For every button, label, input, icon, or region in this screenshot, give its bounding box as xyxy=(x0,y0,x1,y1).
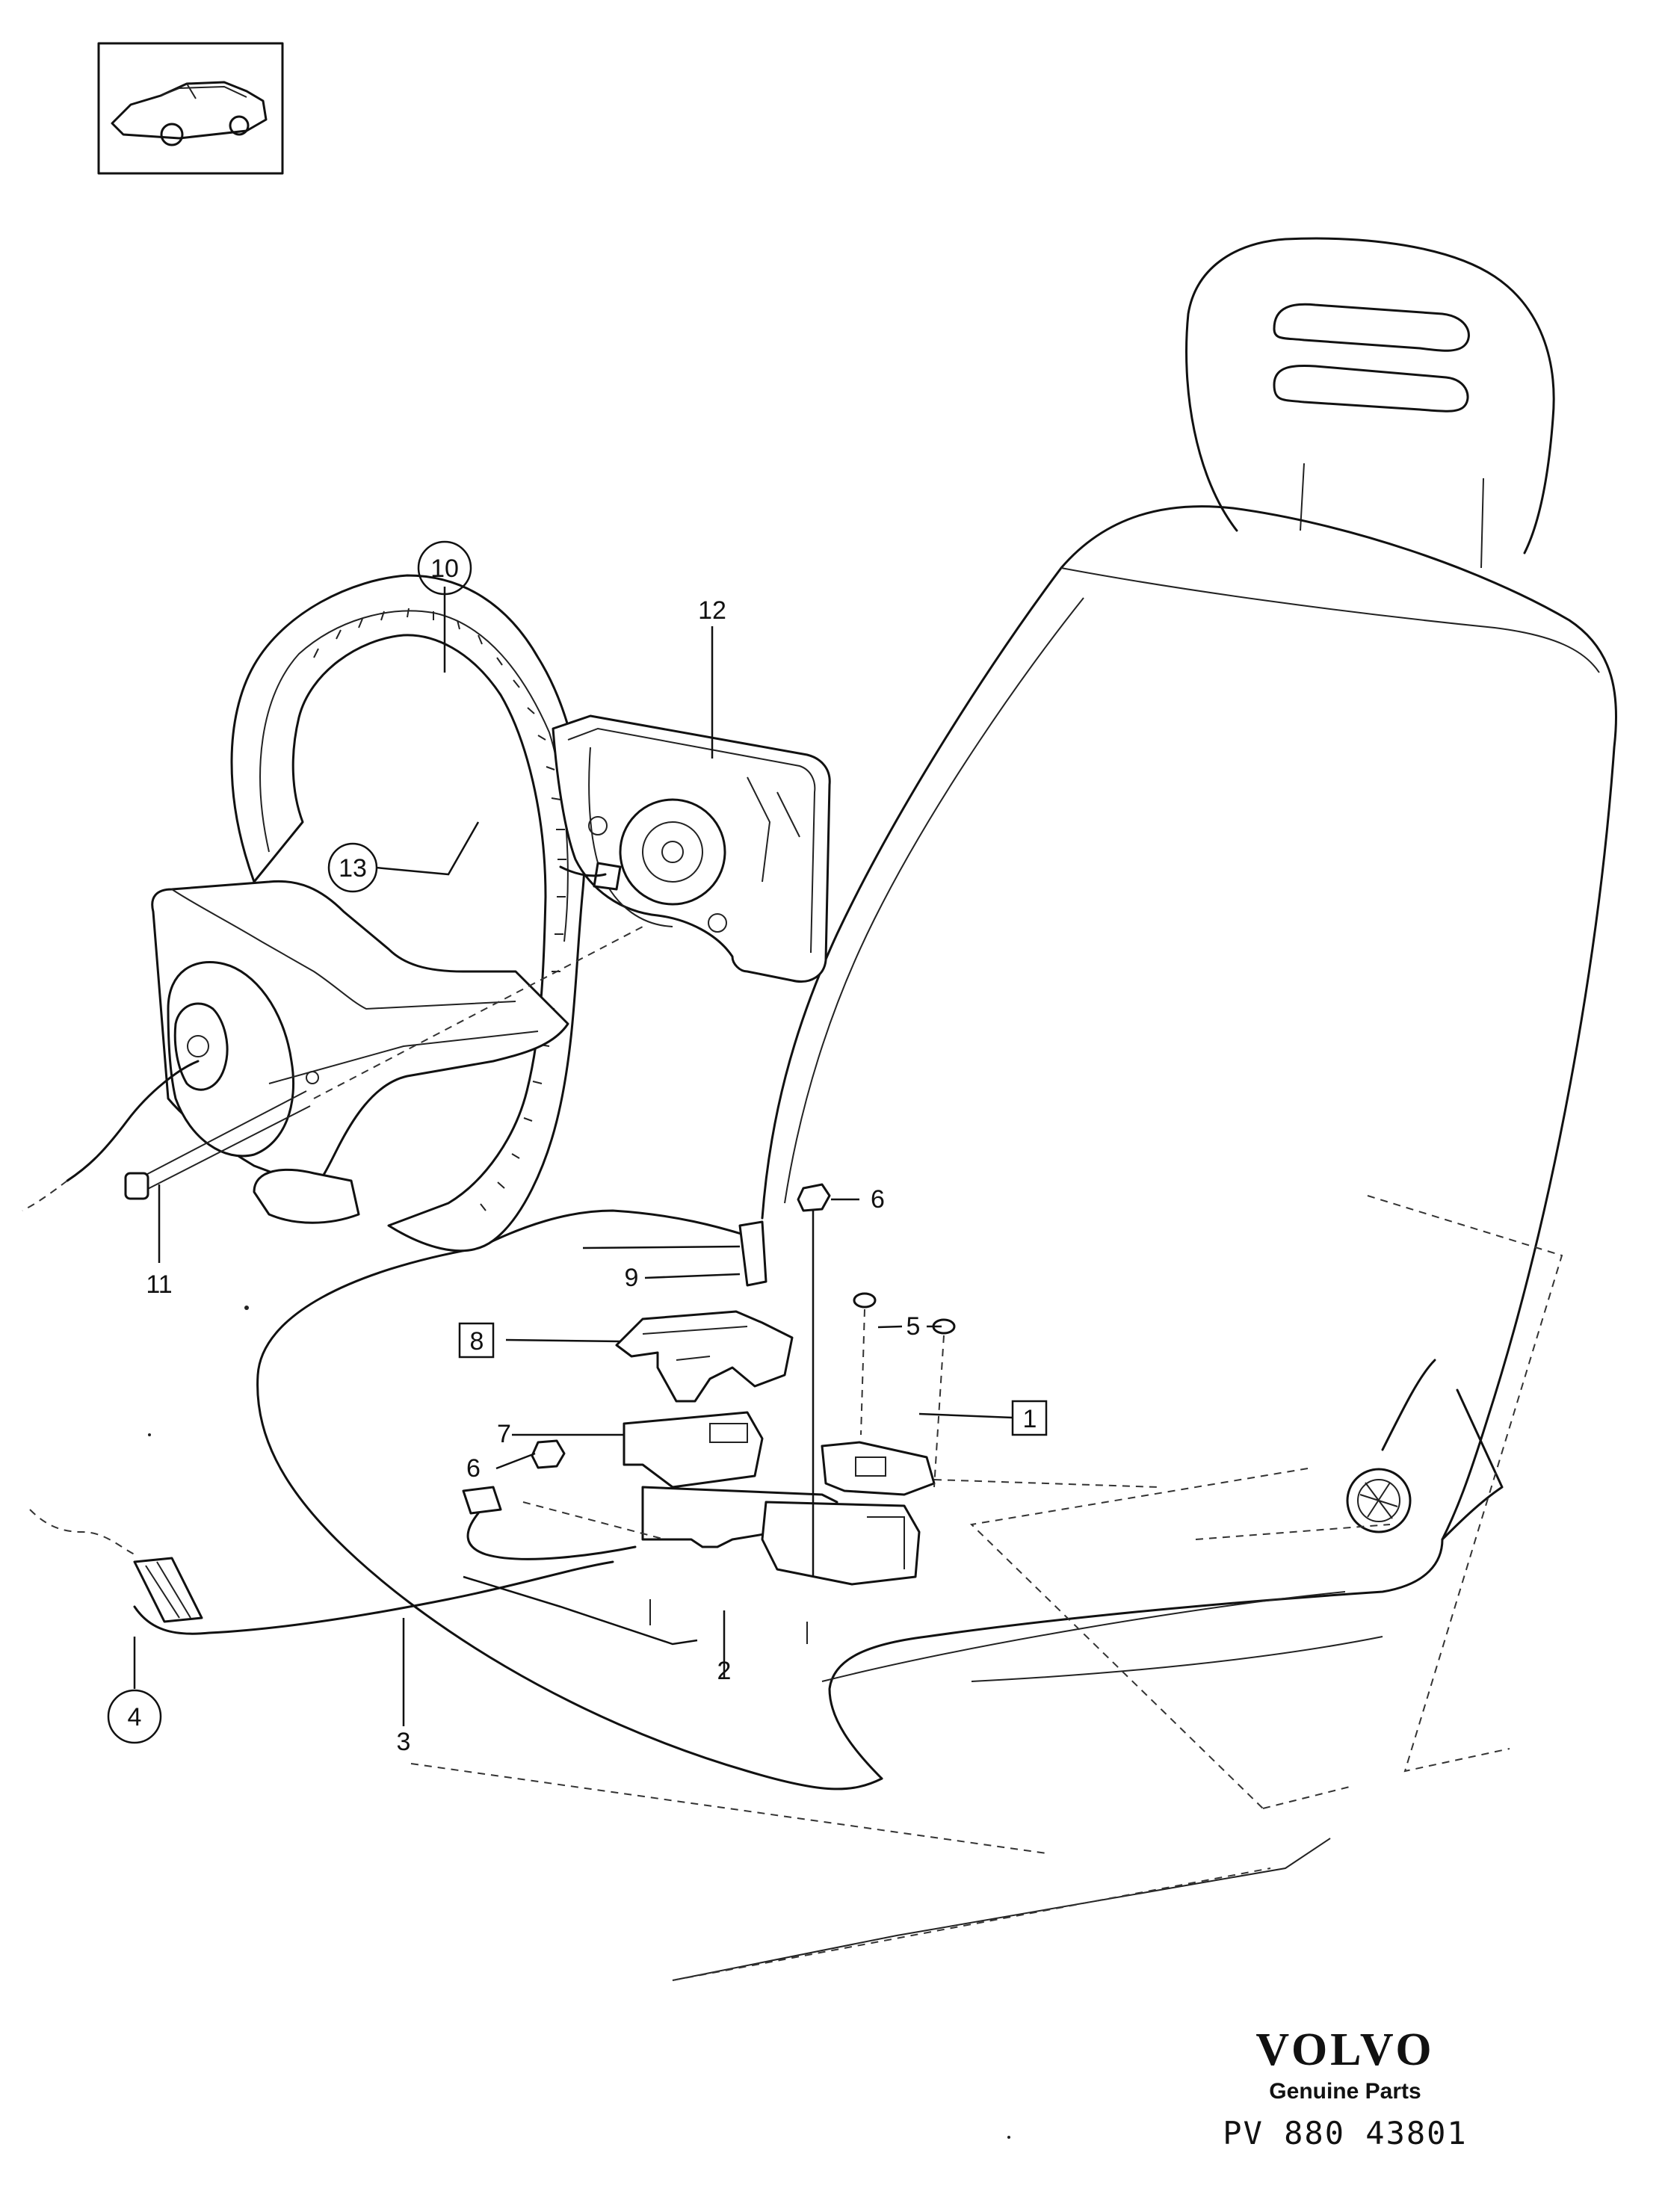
callout-1: 1 xyxy=(1011,1400,1048,1436)
callout-9: 9 xyxy=(625,1264,639,1292)
svg-text:10: 10 xyxy=(430,554,459,583)
svg-text:8: 8 xyxy=(470,1327,484,1356)
diagram-code: PV 880 43801 xyxy=(1223,2115,1468,2151)
volvo-logo: VOLVO xyxy=(1255,2024,1435,2075)
callouts: 1 2 3 4 5 6 6 7 8 9 10 11 12 13 xyxy=(107,540,1048,1756)
callout-2: 2 xyxy=(717,1657,732,1685)
callout-13: 13 xyxy=(327,842,378,893)
callout-4: 4 xyxy=(107,1689,162,1744)
airbag-module xyxy=(552,714,831,983)
seat-drawing xyxy=(256,237,1618,1981)
genuine-parts-label: Genuine Parts xyxy=(1269,2079,1421,2104)
callout-3: 3 xyxy=(397,1728,411,1756)
svg-text:4: 4 xyxy=(128,1703,142,1731)
svg-text:13: 13 xyxy=(339,854,367,883)
svg-text:1: 1 xyxy=(1023,1405,1037,1433)
nut-6-lower xyxy=(531,1439,566,1469)
scan-specks xyxy=(148,1306,1010,2139)
callout-8: 8 xyxy=(458,1322,495,1359)
callout-6-lower: 6 xyxy=(466,1454,481,1483)
callout-6-upper: 6 xyxy=(871,1185,885,1214)
callout-7: 7 xyxy=(497,1420,511,1448)
bolt-6-upper xyxy=(797,1183,831,1577)
vehicle-thumbnail xyxy=(97,42,284,175)
leader-lines xyxy=(133,587,1013,1726)
screw-5-right xyxy=(932,1318,956,1488)
screw-5-left xyxy=(853,1292,877,1436)
control-unit-assembly xyxy=(29,1183,956,1644)
callout-10: 10 xyxy=(417,540,472,596)
callout-11: 11 xyxy=(146,1270,172,1299)
steering-wheel xyxy=(22,574,643,1252)
callout-5: 5 xyxy=(906,1312,921,1341)
callout-12: 12 xyxy=(698,596,726,625)
